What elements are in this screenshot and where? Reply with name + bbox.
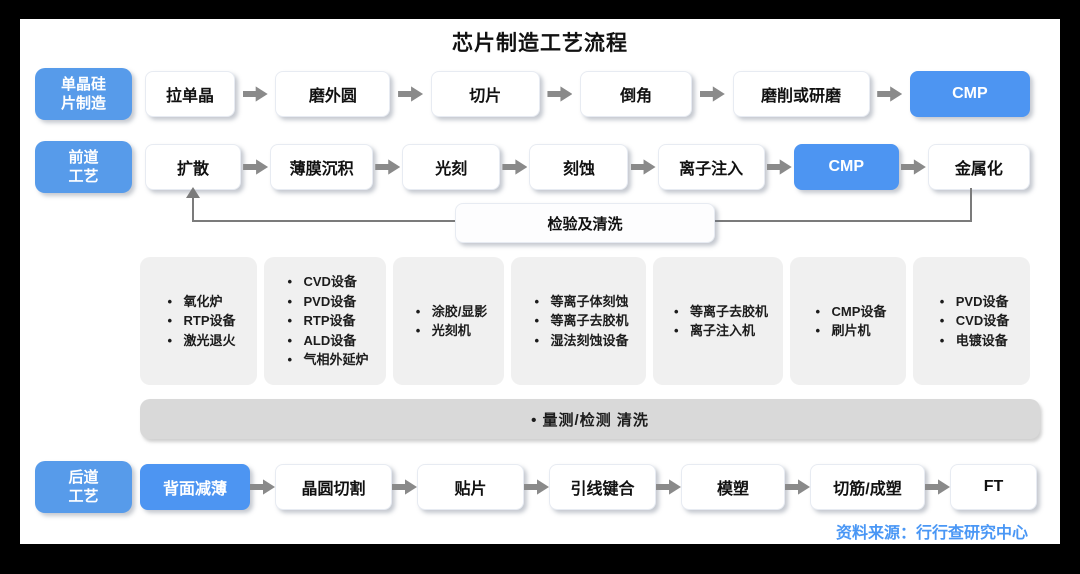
step-grinding-lapping: 磨削或研磨 — [732, 71, 870, 117]
step-lithography: 光刻 — [402, 144, 501, 190]
stage-label-wafer-manufacturing: 单晶硅 片制造 — [35, 68, 132, 120]
metrology-cleaning-bar: • 量测/检测 清洗 — [140, 399, 1040, 439]
equipment-row: 氧化炉 RTP设备 激光退火 CVD设备 PVD设备 RTP设备 ALD设备 气… — [140, 257, 1030, 385]
equipment-item: 离子注入机 — [674, 321, 768, 341]
equipment-item: 电镀设备 — [940, 331, 1009, 351]
step-cmp-wafer: CMP — [909, 71, 1030, 117]
source-credit: 资料来源：行行查研究中心 — [835, 525, 1028, 542]
arrow-right-icon — [699, 86, 725, 102]
equipment-box-etching: 等离子体刻蚀 等离子去胶机 湿法刻蚀设备 — [511, 257, 646, 385]
equipment-item: 涂胶/显影 — [416, 302, 488, 322]
equipment-item: ALD设备 — [287, 331, 368, 351]
flow-row-front-end: 扩散 薄膜沉积 光刻 刻蚀 离子注入 CMP 金属化 — [145, 144, 1030, 190]
equipment-item: RTP设备 — [167, 311, 235, 331]
flow-row-back-end: 背面减薄 晶圆切割 贴片 引线键合 模塑 切筋/成塑 FT — [140, 464, 1037, 510]
equipment-item: 等离子去胶机 — [534, 311, 628, 331]
step-backside-thinning: 背面减薄 — [140, 464, 250, 510]
arrow-right-icon — [524, 479, 549, 495]
arrow-right-icon — [398, 86, 424, 102]
equipment-item: PVD设备 — [940, 292, 1009, 312]
step-wafer-dicing: 晶圆切割 — [275, 464, 392, 510]
equipment-item: 气相外延炉 — [287, 350, 368, 370]
step-metallization: 金属化 — [927, 144, 1030, 190]
equipment-box-lithography: 涂胶/显影 光刻机 — [393, 257, 504, 385]
feedback-line-from-metallization — [970, 188, 972, 222]
arrow-right-icon — [502, 159, 528, 175]
arrow-right-icon — [785, 479, 810, 495]
feedback-line-to-diffusion — [192, 197, 194, 222]
step-ion-implantation: 离子注入 — [657, 144, 765, 190]
equipment-item: 激光退火 — [167, 331, 235, 351]
stage-label-back-end: 后道 工艺 — [35, 461, 132, 513]
equipment-item: 氧化炉 — [167, 292, 235, 312]
equipment-box-deposition: CVD设备 PVD设备 RTP设备 ALD设备 气相外延炉 — [264, 257, 386, 385]
equipment-item: 刷片机 — [816, 321, 887, 341]
equipment-item: RTP设备 — [287, 311, 368, 331]
arrow-right-icon — [243, 159, 269, 175]
arrow-up-icon — [186, 187, 200, 198]
stage-label-line: 前道 — [68, 148, 99, 166]
page-title: 芯片制造工艺流程 — [452, 32, 628, 55]
diagram-canvas: 芯片制造工艺流程 单晶硅 片制造 拉单晶 磨外圆 切片 倒角 磨削或研磨 CMP… — [20, 19, 1060, 544]
equipment-box-cmp: CMP设备 刷片机 — [790, 257, 906, 385]
arrow-right-icon — [392, 479, 417, 495]
step-die-attach: 贴片 — [417, 464, 524, 510]
arrow-right-icon — [766, 159, 792, 175]
equipment-box-diffusion: 氧化炉 RTP设备 激光退火 — [140, 257, 257, 385]
equipment-item: 光刻机 — [416, 321, 488, 341]
equipment-item: CVD设备 — [940, 311, 1009, 331]
arrow-right-icon — [900, 159, 926, 175]
equipment-box-metallization: PVD设备 CVD设备 电镀设备 — [913, 257, 1030, 385]
step-grind-outer-circle: 磨外圆 — [275, 71, 391, 117]
step-inspection-cleaning: 检验及清洗 — [455, 203, 715, 243]
stage-label-line: 片制造 — [60, 95, 106, 112]
arrow-right-icon — [656, 479, 681, 495]
stage-label-front-end: 前道 工艺 — [35, 141, 132, 193]
arrow-right-icon — [630, 159, 656, 175]
arrow-right-icon — [547, 86, 573, 102]
step-molding: 模塑 — [681, 464, 785, 510]
equipment-item: 湿法刻蚀设备 — [534, 331, 628, 351]
arrow-right-icon — [250, 479, 275, 495]
step-cmp-front: CMP — [793, 144, 899, 190]
equipment-item: 等离子体刻蚀 — [534, 292, 628, 312]
step-final-test: FT — [950, 464, 1037, 510]
step-pull-single-crystal: 拉单晶 — [145, 71, 235, 117]
step-wire-bonding: 引线键合 — [549, 464, 656, 510]
arrow-right-icon — [375, 159, 401, 175]
arrow-right-icon — [242, 86, 268, 102]
step-slicing: 切片 — [430, 71, 540, 117]
stage-label-line: 工艺 — [68, 168, 99, 185]
step-etching: 刻蚀 — [529, 144, 629, 190]
equipment-box-ion-implantation: 等离子去胶机 离子注入机 — [653, 257, 783, 385]
step-thin-film-deposition: 薄膜沉积 — [270, 144, 374, 190]
equipment-item: 等离子去胶机 — [674, 302, 768, 322]
step-trim-form: 切筋/成塑 — [810, 464, 925, 510]
stage-label-line: 工艺 — [68, 488, 99, 505]
equipment-item: CVD设备 — [287, 272, 368, 292]
stage-label-line: 单晶硅 — [60, 75, 106, 93]
equipment-item: CMP设备 — [816, 302, 887, 322]
flow-row-wafer: 拉单晶 磨外圆 切片 倒角 磨削或研磨 CMP — [145, 71, 1030, 117]
arrow-right-icon — [877, 86, 903, 102]
step-diffusion: 扩散 — [145, 144, 241, 190]
arrow-right-icon — [925, 479, 950, 495]
stage-label-line: 后道 — [68, 468, 99, 486]
step-edge-chamfer: 倒角 — [580, 71, 693, 117]
equipment-item: PVD设备 — [287, 292, 368, 312]
